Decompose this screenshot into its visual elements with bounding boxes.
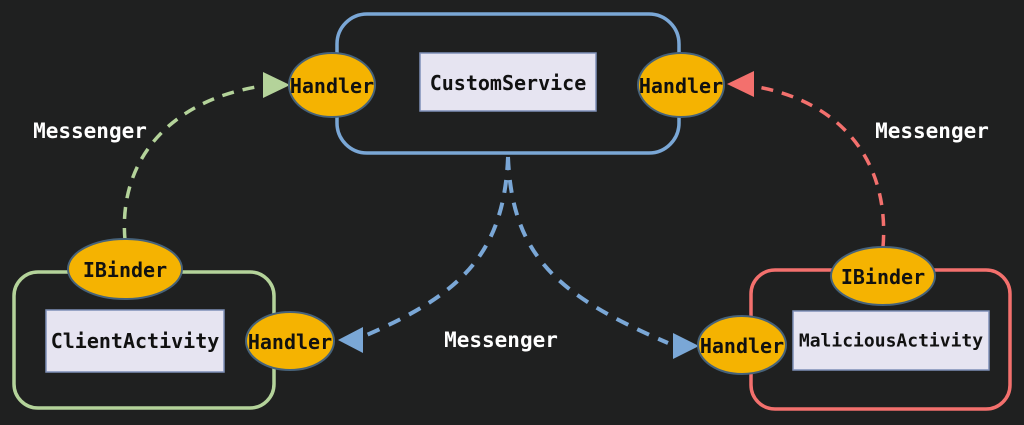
custom-service-label: CustomService	[430, 71, 587, 95]
ibinder-badge-client-label: IBinder	[83, 258, 167, 282]
node-malicious-activity: MaliciousActivity IBinder Handler	[697, 246, 1012, 411]
handler-badge-service-right	[637, 52, 725, 118]
client-activity-label: ClientActivity	[51, 329, 220, 353]
node-custom-service: CustomService Handler Handler	[288, 12, 725, 155]
node-client-activity: ClientActivity IBinder Handler	[12, 238, 335, 410]
edge-service-to-client-handler	[361, 156, 510, 339]
handler-badge-client-label: Handler	[248, 330, 332, 354]
arrowhead-blue-right	[673, 333, 699, 359]
handler-badge-service-left-label: Handler	[290, 74, 374, 98]
client-activity-label-box	[45, 309, 225, 373]
handler-badge-malicious	[697, 315, 787, 375]
messenger-label-right: Messenger	[875, 119, 989, 143]
arrowhead-blue-left	[338, 327, 363, 353]
handler-badge-client	[245, 311, 335, 371]
arrowhead-green	[263, 72, 290, 98]
ibinder-badge-malicious	[830, 246, 936, 306]
edge-client-ibinder-to-service-handler	[122, 84, 263, 241]
arrowhead-red	[727, 71, 754, 97]
handler-badge-service-right-label: Handler	[639, 74, 723, 98]
ibinder-badge-malicious-label: IBinder	[841, 265, 925, 289]
edge-service-to-malicious-handler	[506, 156, 669, 345]
custom-service-label-box	[419, 52, 597, 112]
malicious-activity-label-box	[792, 310, 990, 371]
messenger-label-left: Messenger	[33, 119, 147, 143]
messenger-label-bottom: Messenger	[444, 328, 558, 352]
malicious-activity-label: MaliciousActivity	[799, 331, 983, 352]
edge-malicious-ibinder-to-service-handler	[751, 84, 886, 248]
handler-badge-service-left	[288, 52, 376, 118]
ibinder-badge-client	[67, 238, 183, 300]
handler-badge-malicious-label: Handler	[700, 334, 784, 358]
